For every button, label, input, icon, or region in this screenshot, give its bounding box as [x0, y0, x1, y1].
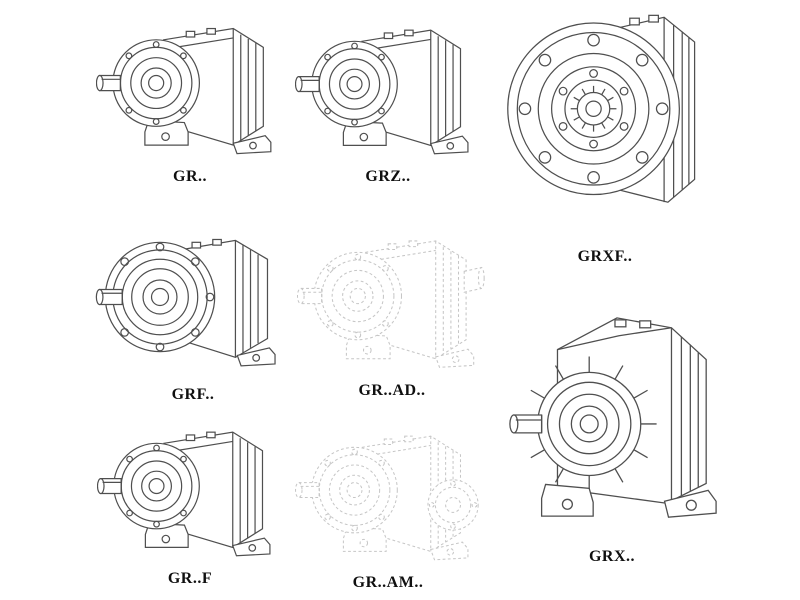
figure-gr: GR.. [92, 4, 288, 186]
figure-label-grxf: GRXF.. [577, 248, 633, 265]
motor-adapter-flange [427, 479, 479, 531]
figure-grf: GRF.. [92, 212, 294, 404]
gearbox-grz-drawing [295, 6, 481, 164]
gearbox-grxf-drawing [500, 2, 710, 226]
figure-grx: GRX.. [494, 300, 730, 566]
gearbox-grx-drawing [498, 300, 726, 538]
gearbox-grad-drawing [297, 216, 485, 378]
figure-label-grz: GRZ.. [365, 168, 411, 185]
figure-label-gram: GR..AM.. [352, 574, 424, 591]
gearbox-gr-drawing [96, 4, 284, 164]
figure-grad: GR..AD.. [294, 216, 490, 400]
gearbox-grff-drawing [97, 408, 283, 566]
figure-gram: GR..AM.. [292, 412, 484, 592]
figure-grff: GR..F [92, 408, 288, 588]
gearbox-grf-drawing [94, 212, 292, 382]
input-shaft-adapter [463, 266, 485, 293]
figure-label-grad: GR..AD.. [358, 382, 426, 399]
figure-grz: GRZ.. [292, 6, 484, 186]
figure-label-gr: GR.. [173, 168, 207, 185]
figure-label-grf: GRF.. [171, 386, 215, 403]
figure-grxf: GRXF.. [497, 2, 713, 266]
figure-label-grff: GR..F [167, 570, 213, 587]
gearbox-gram-drawing [295, 412, 479, 570]
figure-label-grx: GRX.. [588, 548, 636, 565]
